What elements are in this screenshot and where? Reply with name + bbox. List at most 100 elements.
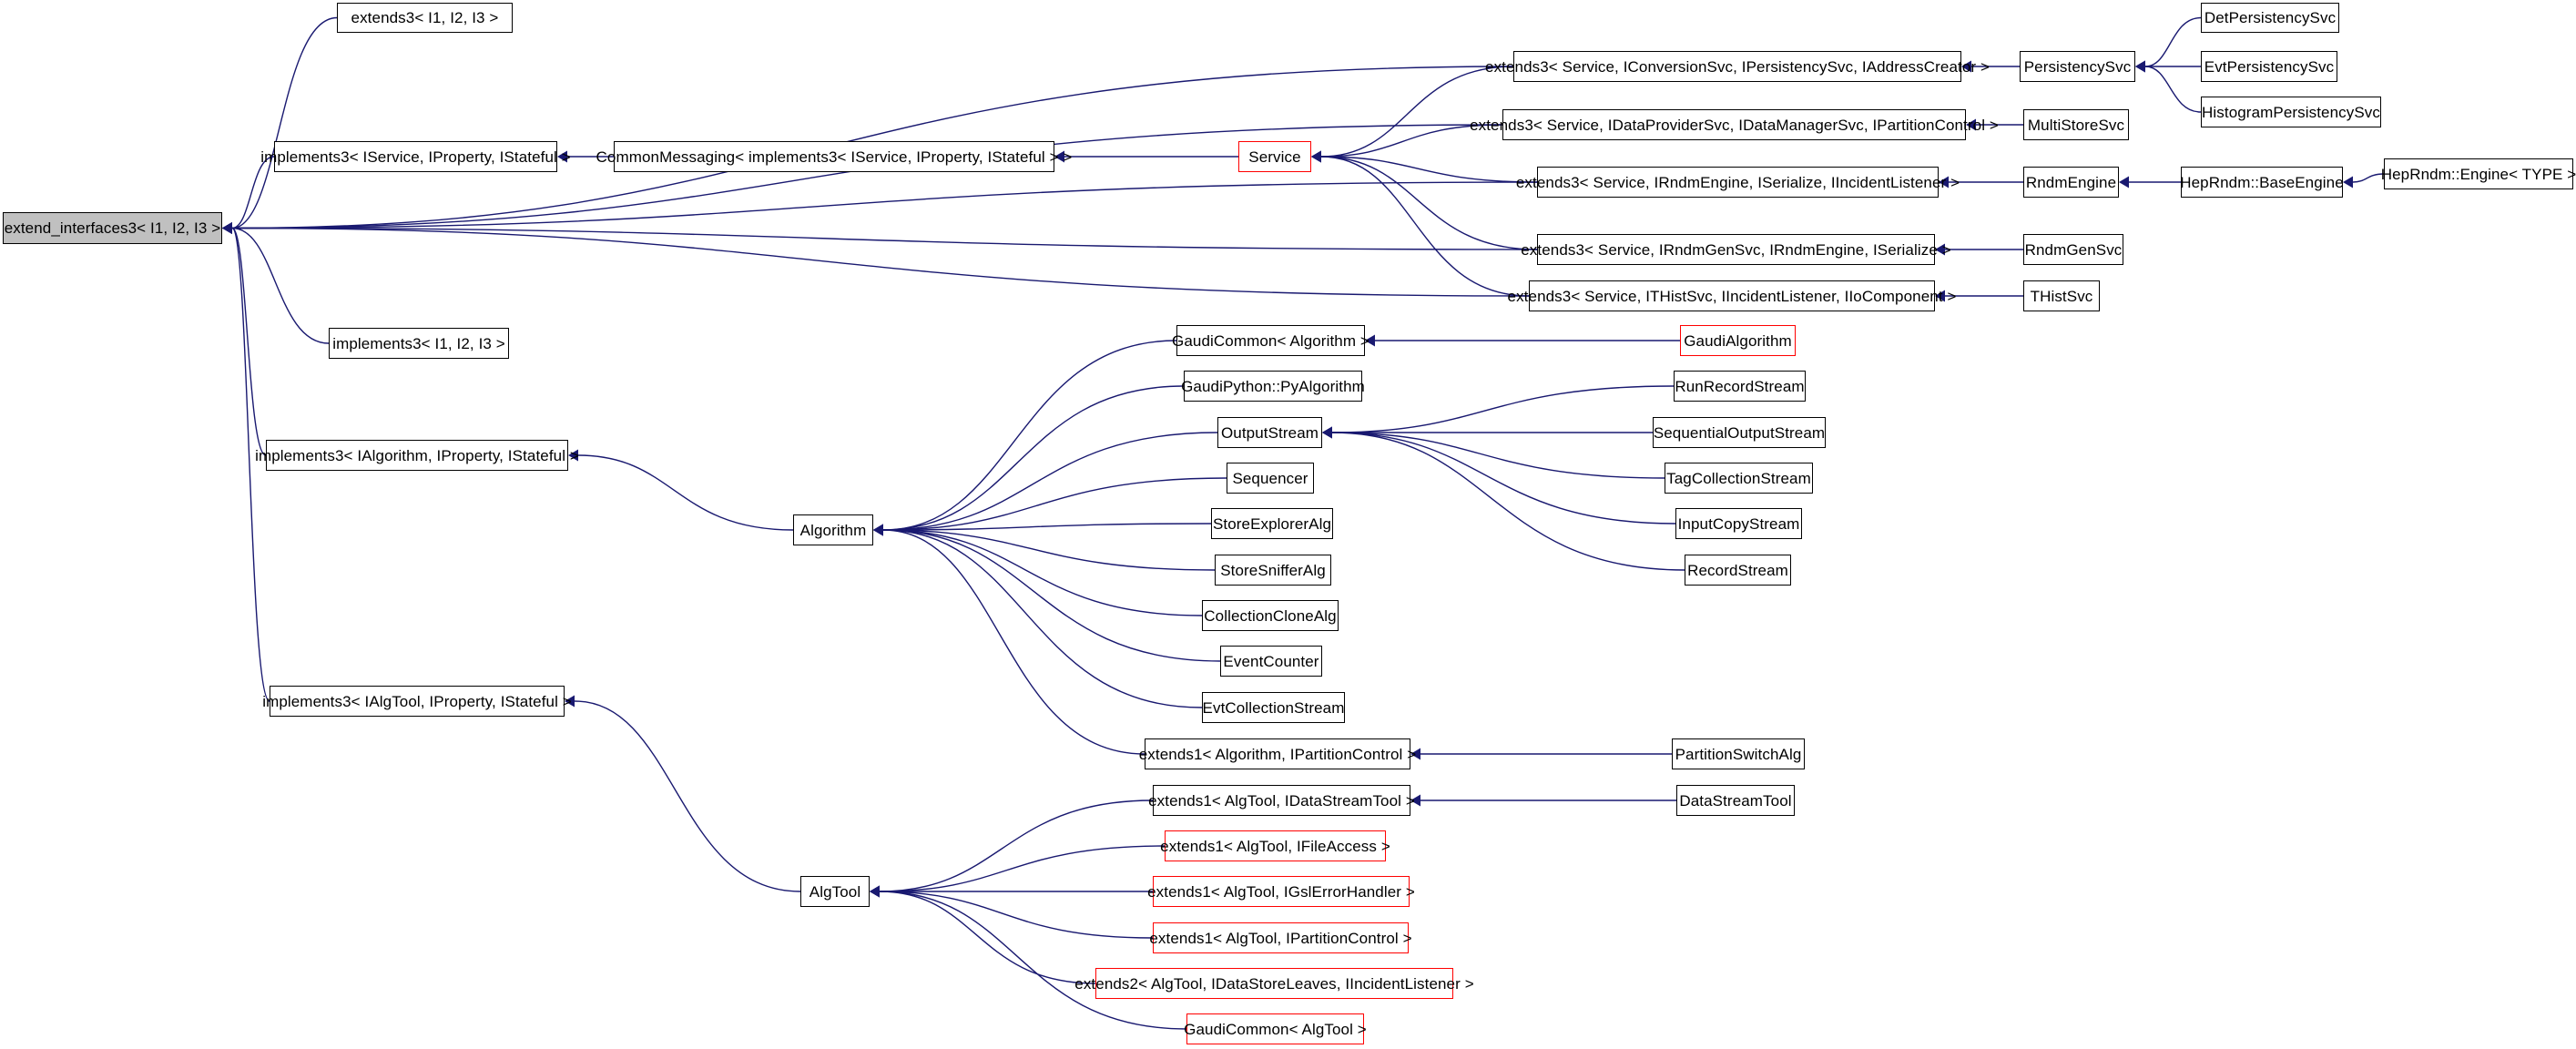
class-node-extends1_algtool_ifileaccess[interactable]: extends1< AlgTool, IFileAccess > xyxy=(1160,830,1390,861)
class-node-label: RecordStream xyxy=(1687,561,1788,579)
inheritance-arrowhead xyxy=(2135,60,2145,73)
class-node-extends3_conversion[interactable]: extends3< Service, IConversionSvc, IPers… xyxy=(1485,51,1990,82)
class-node-commonmessaging[interactable]: CommonMessaging< implements3< IService, … xyxy=(596,141,1072,172)
class-node-tagcollectionstream[interactable]: TagCollectionStream xyxy=(1665,463,1813,494)
class-node-extends3_I[interactable]: extends3< I1, I2, I3 > xyxy=(337,3,513,33)
class-node-extends3_thistsvc[interactable]: extends3< Service, ITHistSvc, IIncidentL… xyxy=(1508,280,1956,311)
class-node-label: Service xyxy=(1248,148,1301,166)
inheritance-edge xyxy=(1320,156,1538,183)
class-node-label: extends1< AlgTool, IFileAccess > xyxy=(1160,837,1390,855)
inheritance-arrowhead xyxy=(873,524,883,536)
class-node-implements3_I[interactable]: implements3< I1, I2, I3 > xyxy=(329,328,509,359)
class-node-label: extends1< AlgTool, IGslErrorHandler > xyxy=(1147,882,1415,901)
class-node-sequencer[interactable]: Sequencer xyxy=(1227,463,1314,494)
inheritance-arrowhead xyxy=(1311,150,1321,163)
class-node-evtpersistencysvc[interactable]: EvtPersistencySvc xyxy=(2201,51,2337,82)
class-node-runrecordstream[interactable]: RunRecordStream xyxy=(1674,371,1806,402)
class-node-histogrampersistencysvc[interactable]: HistogramPersistencySvc xyxy=(2201,97,2381,127)
class-node-collectionclonealg[interactable]: CollectionCloneAlg xyxy=(1202,600,1339,631)
inheritance-arrowhead xyxy=(870,885,880,898)
class-node-implements3_IService[interactable]: implements3< IService, IProperty, IState… xyxy=(260,141,571,172)
class-node-extends3_rndmgensvc[interactable]: extends3< Service, IRndmGenSvc, IRndmEng… xyxy=(1521,234,1951,265)
class-node-extends2_algtool_idatastoreleaves[interactable]: extends2< AlgTool, IDataStoreLeaves, IIn… xyxy=(1074,968,1474,999)
inheritance-arrowhead xyxy=(222,222,232,234)
class-node-gaudicommon_algorithm[interactable]: GaudiCommon< Algorithm > xyxy=(1172,325,1369,356)
inheritance-arrowhead xyxy=(222,222,232,234)
inheritance-edge xyxy=(879,845,1166,892)
class-node-label: DetPersistencySvc xyxy=(2204,9,2337,26)
class-node-inputcopystream[interactable]: InputCopyStream xyxy=(1675,508,1802,539)
class-node-label: PersistencySvc xyxy=(2023,57,2132,76)
class-node-label: EvtPersistencySvc xyxy=(2204,57,2335,76)
inheritance-arrowhead xyxy=(873,524,883,536)
inheritance-arrowhead xyxy=(1311,150,1321,163)
class-node-service[interactable]: Service xyxy=(1238,141,1311,172)
class-node-gaudicommon_algtool[interactable]: GaudiCommon< AlgTool > xyxy=(1184,1013,1367,1044)
class-node-label: StoreSnifferAlg xyxy=(1220,561,1326,579)
class-node-extends1_algtool_ipartition[interactable]: extends1< AlgTool, IPartitionControl > xyxy=(1149,922,1412,953)
inheritance-arrowhead xyxy=(1322,426,1332,439)
class-node-storesnifferalg[interactable]: StoreSnifferAlg xyxy=(1215,555,1331,586)
class-node-label: SequentialOutputStream xyxy=(1653,423,1826,442)
inheritance-edge xyxy=(2352,173,2385,183)
class-node-eventcounter[interactable]: EventCounter xyxy=(1220,646,1322,677)
class-node-recordstream[interactable]: RecordStream xyxy=(1685,555,1791,586)
class-node-implements3_ialgorithm[interactable]: implements3< IAlgorithm, IProperty, ISta… xyxy=(255,440,579,471)
class-node-implements3_ialgtool[interactable]: implements3< IAlgTool, IProperty, IState… xyxy=(262,686,572,717)
inheritance-arrowhead xyxy=(222,222,232,234)
class-node-gaudipython_pyalgorithm[interactable]: GaudiPython::PyAlgorithm xyxy=(1181,371,1365,402)
inheritance-edge xyxy=(231,181,1538,229)
class-node-gaudialgorithm[interactable]: GaudiAlgorithm xyxy=(1680,325,1796,356)
inheritance-edge xyxy=(882,523,1212,531)
class-node-label: HistogramPersistencySvc xyxy=(2202,103,2380,121)
class-node-label: RndmGenSvc xyxy=(2024,240,2123,259)
inheritance-edge xyxy=(231,227,270,702)
class-node-thistsvc[interactable]: THistSvc xyxy=(2023,280,2100,311)
inheritance-edge xyxy=(1320,156,1530,297)
inheritance-arrowhead xyxy=(870,885,880,898)
class-node-label: extend_interfaces3< I1, I2, I3 > xyxy=(4,219,221,237)
class-node-extends3_dataprovider[interactable]: extends3< Service, IDataProviderSvc, IDa… xyxy=(1470,109,1999,140)
class-node-extend_interfaces3[interactable]: extend_interfaces3< I1, I2, I3 > xyxy=(3,212,222,244)
inheritance-arrowhead xyxy=(1311,150,1321,163)
class-node-label: AlgTool xyxy=(809,882,861,901)
inheritance-arrowhead xyxy=(222,222,232,234)
class-node-algorithm[interactable]: Algorithm xyxy=(793,514,873,545)
class-node-label: DataStreamTool xyxy=(1679,791,1792,810)
class-node-rndmgensvc[interactable]: RndmGenSvc xyxy=(2023,234,2123,265)
inheritance-edge xyxy=(1331,432,1676,524)
inheritance-arrowhead xyxy=(1322,426,1332,439)
class-node-storeexploreralg[interactable]: StoreExplorerAlg xyxy=(1211,508,1333,539)
class-node-extends1_algtool_igslerror[interactable]: extends1< AlgTool, IGslErrorHandler > xyxy=(1147,876,1415,907)
inheritance-arrowhead xyxy=(870,885,880,898)
class-node-label: extends3< Service, ITHistSvc, IIncidentL… xyxy=(1507,287,1957,305)
class-node-detpersistencysvc[interactable]: DetPersistencySvc xyxy=(2201,3,2339,33)
class-node-rndmengine[interactable]: RndmEngine xyxy=(2023,167,2119,198)
class-node-persistencysvc[interactable]: PersistencySvc xyxy=(2020,51,2135,82)
class-node-label: RndmEngine xyxy=(2025,173,2117,191)
class-node-heprndm_baseengine[interactable]: HepRndm::BaseEngine xyxy=(2180,167,2344,198)
inheritance-arrowhead xyxy=(1311,150,1321,163)
inheritance-arrowhead xyxy=(873,524,883,536)
inheritance-edge xyxy=(231,227,1538,250)
class-node-algtool[interactable]: AlgTool xyxy=(800,876,870,907)
inheritance-edge xyxy=(2144,66,2202,113)
class-node-multistoresvc[interactable]: MultiStoreSvc xyxy=(2023,109,2129,140)
inheritance-arrowhead xyxy=(1322,426,1332,439)
class-node-evtcollectionstream[interactable]: EvtCollectionStream xyxy=(1202,692,1345,723)
inheritance-arrowhead xyxy=(2135,60,2145,73)
class-node-extends1_algorithm_ipartition[interactable]: extends1< Algorithm, IPartitionControl > xyxy=(1139,738,1416,769)
class-node-partitionswitchalg[interactable]: PartitionSwitchAlg xyxy=(1672,738,1805,769)
class-node-label: CollectionCloneAlg xyxy=(1204,606,1337,625)
class-node-label: HepRndm::Engine< TYPE > xyxy=(2380,165,2576,183)
class-node-label: OutputStream xyxy=(1220,423,1319,442)
class-node-label: HepRndm::BaseEngine xyxy=(2180,173,2344,191)
class-node-extends3_rndmengine[interactable]: extends3< Service, IRndmEngine, ISeriali… xyxy=(1516,167,1960,198)
class-node-heprndm_engine[interactable]: HepRndm::Engine< TYPE > xyxy=(2380,158,2576,189)
class-node-outputstream[interactable]: OutputStream xyxy=(1217,417,1322,448)
inheritance-arrowhead xyxy=(870,885,880,898)
class-node-label: GaudiAlgorithm xyxy=(1684,331,1792,350)
class-node-datastreamtool[interactable]: DataStreamTool xyxy=(1676,785,1795,816)
class-node-sequentialoutputstream[interactable]: SequentialOutputStream xyxy=(1653,417,1826,448)
class-node-extends1_algtool_idatastream[interactable]: extends1< AlgTool, IDataStreamTool > xyxy=(1148,785,1415,816)
